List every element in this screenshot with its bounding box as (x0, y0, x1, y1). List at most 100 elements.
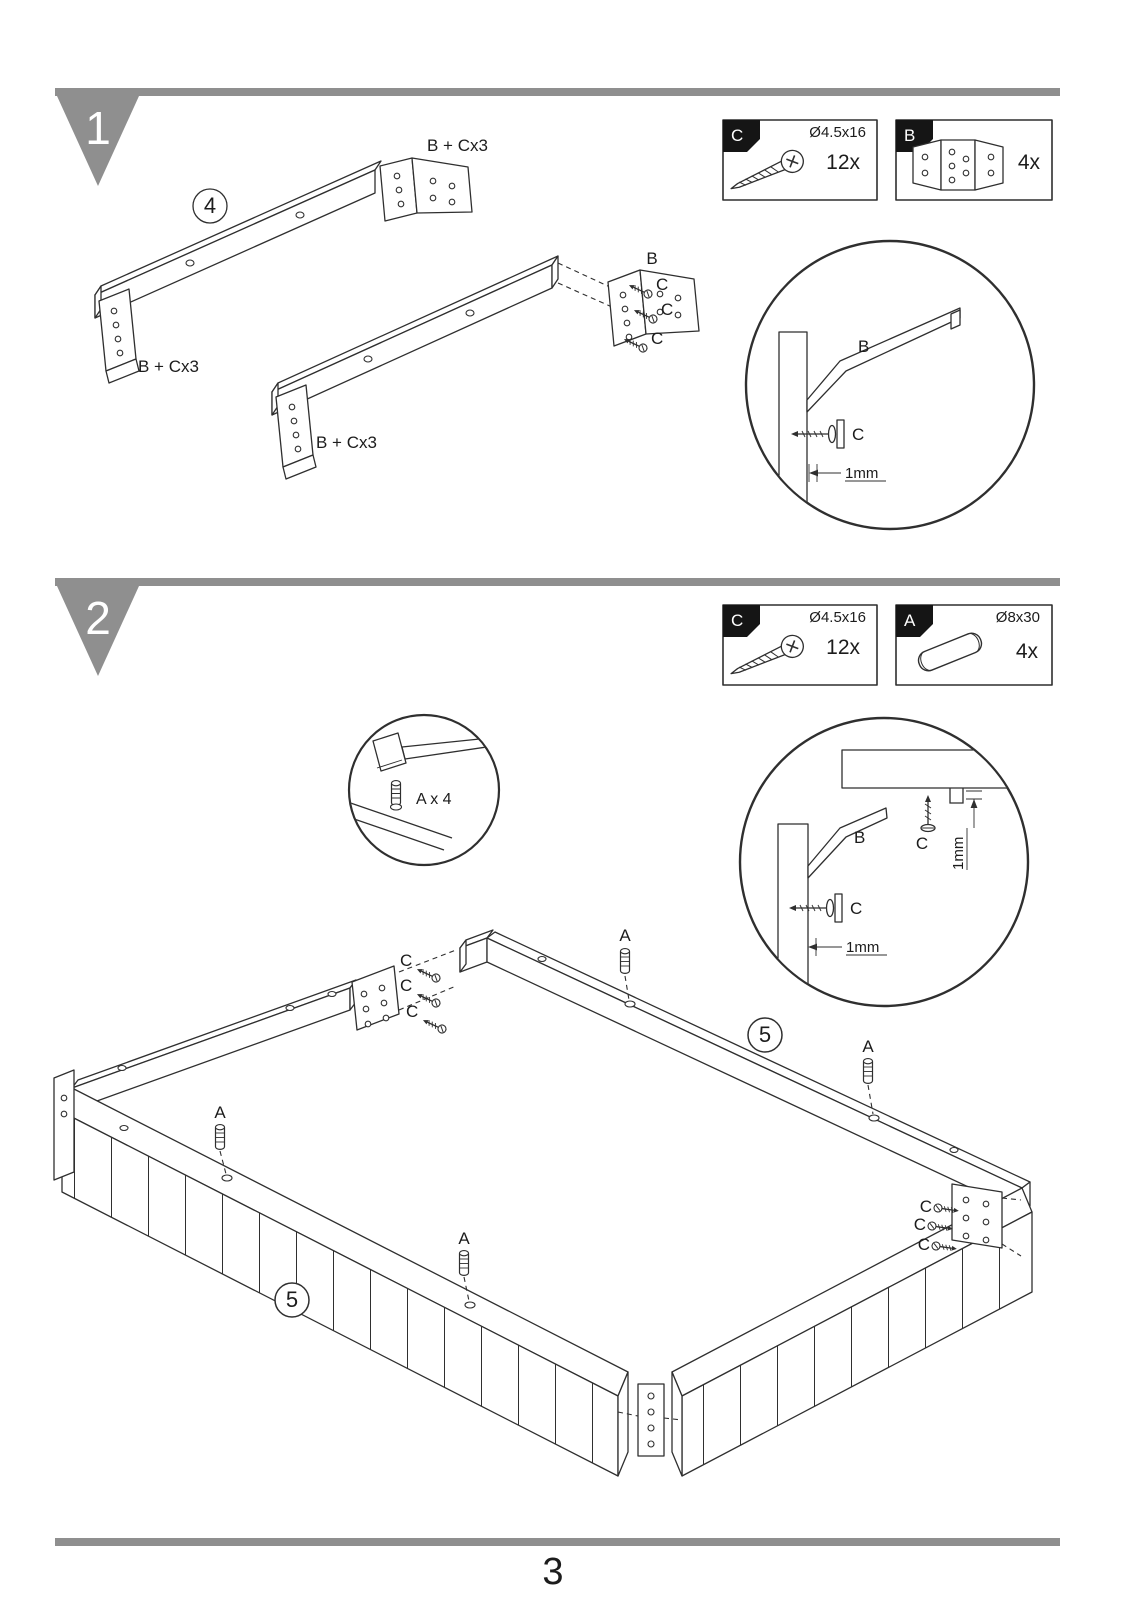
part-qty: 12x (826, 636, 860, 659)
rail-side-face (71, 987, 351, 1111)
dimension-1mm: 1mm (807, 938, 887, 956)
corner-post (53, 1069, 75, 1181)
label-b: B (854, 828, 865, 847)
dowel-note: A x 4 (416, 791, 452, 808)
dimension-1mm-vertical: 1mm (950, 790, 982, 870)
screw-detail-horizontal (789, 893, 843, 923)
step-badge: 5 (286, 1287, 298, 1312)
step-1-marker (57, 96, 139, 186)
label-c: C (406, 1002, 418, 1021)
label-a: A (458, 1229, 470, 1248)
dowel-callout: A (214, 1103, 227, 1175)
dowel-hole (624, 1000, 636, 1008)
label-b: B (646, 249, 657, 268)
label-c: C (400, 976, 412, 995)
label-c: C (850, 899, 862, 918)
label-c: C (656, 275, 668, 294)
step-badge-circle (274, 1282, 310, 1318)
detail-circle-1: B C 1mm (744, 239, 1036, 531)
label-a: A (214, 1103, 226, 1122)
part-spec: Ø4.5x16 (809, 124, 866, 141)
screw-icon (414, 964, 442, 984)
rail-top-face (71, 979, 357, 1089)
section-step-2: 2 C Ø4.5x16 12x A Ø8x30 4x A x 4 (53, 578, 1060, 1477)
part-letter-corner (723, 605, 760, 637)
label-c: C (651, 329, 663, 348)
bracket-note-label: B + Cx3 (316, 433, 377, 452)
parts-box-dowel: A Ø8x30 4x (895, 604, 1053, 686)
part-letter-corner (723, 120, 760, 152)
label-b: B (858, 337, 869, 356)
measure-label: 1mm (846, 939, 879, 956)
parts-box-bracket: B 4x (895, 119, 1053, 201)
step-badge-circle (747, 1017, 783, 1053)
label-a: A (862, 1037, 874, 1056)
alignment-dash (557, 262, 611, 288)
step-1-number: 1 (85, 102, 111, 154)
step-2-number: 2 (85, 592, 111, 644)
measure-label: 1mm (950, 837, 967, 870)
dowel-hole (221, 1174, 233, 1182)
dowel-callout: A (862, 1037, 874, 1115)
part-id-label: B (904, 126, 915, 145)
dimension-1mm: 1mm (808, 464, 886, 482)
label-c: C (400, 951, 412, 970)
alignment-dash (557, 282, 613, 308)
dowel-callout: A (458, 1229, 470, 1302)
dowel-icon (619, 947, 631, 975)
top-rail (841, 749, 1027, 789)
screw-detail-vertical (920, 795, 936, 833)
dowel-icon (390, 779, 402, 807)
parts-box-screw-2: C Ø4.5x16 12x (722, 604, 878, 686)
page-number: 3 (542, 1551, 563, 1593)
part-letter-corner (896, 605, 933, 637)
part-spec: Ø4.5x16 (809, 609, 866, 626)
detail-circle-2: C 1mm B C (738, 716, 1030, 1008)
dowel-hole (868, 1114, 880, 1122)
bed-frame-drawing: C C C C C C A (53, 926, 1033, 1477)
label-c: C (661, 300, 673, 319)
end-bracket-right (379, 157, 473, 222)
end-bracket-left (98, 288, 140, 384)
label-c: C (916, 834, 928, 853)
bracket-note-label: B + Cx3 (138, 357, 199, 376)
section-2-divider (55, 578, 1060, 586)
dowel-hole (464, 1301, 476, 1309)
board-edge (350, 799, 453, 839)
dowel-icon (862, 1057, 874, 1085)
rail-drawing-1: 4 B + Cx3 B + Cx3 (94, 136, 488, 384)
joint-bracket-right: C C C (914, 1183, 1022, 1257)
label-c: C (914, 1215, 926, 1234)
rail-side-face (94, 169, 376, 319)
bracket-note-label: B + Cx3 (427, 136, 488, 155)
joint-bracket-top: C C C (351, 949, 457, 1035)
dowel-icon (458, 1249, 470, 1277)
footer-divider (55, 1538, 1060, 1546)
part-spec: Ø8x30 (996, 609, 1040, 626)
part-id-label: C (731, 126, 743, 145)
part-qty: 4x (1016, 640, 1039, 663)
end-bracket-left (275, 384, 317, 480)
screw-detail (791, 419, 845, 449)
screw-icon (420, 1015, 448, 1035)
label-c: C (920, 1197, 932, 1216)
dowel-callout: A (619, 926, 631, 1001)
rail-drawing-2: B + Cx3 B C C C (271, 249, 700, 480)
step-2-marker (57, 586, 139, 676)
slatted-side-panel (61, 1111, 619, 1477)
qty-badge-circle (192, 188, 228, 224)
part-qty: 4x (1018, 151, 1041, 174)
joint-connector-bottom (617, 1383, 683, 1457)
step-badge: 5 (759, 1022, 771, 1047)
measure-label: 1mm (845, 465, 878, 482)
part-id-label: C (731, 611, 743, 630)
section-step-1: 1 C Ø4.5x16 12x B 4x (55, 88, 1060, 531)
part-id-label: A (904, 611, 916, 630)
rail-top-face (271, 255, 559, 393)
rail-side-face (271, 264, 553, 416)
label-a: A (619, 926, 631, 945)
part-qty: 12x (826, 151, 860, 174)
rail-top-face (94, 160, 382, 296)
